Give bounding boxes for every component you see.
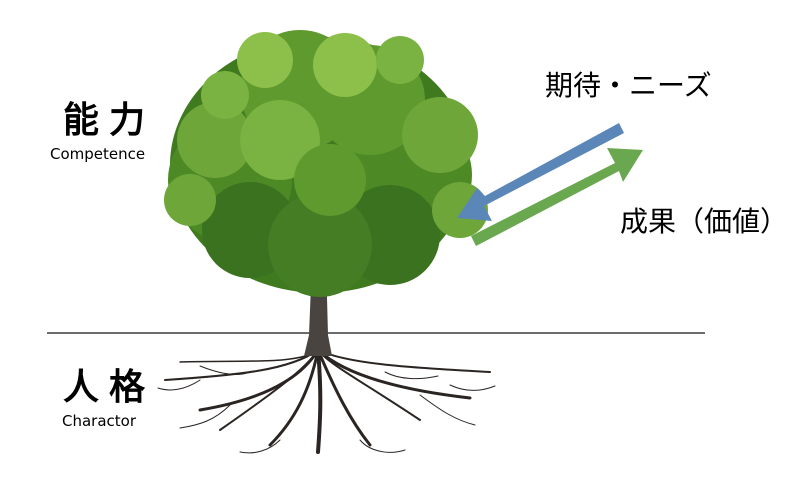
ability-english-label: Competence	[50, 145, 146, 163]
expectation-label: 期待・ニーズ	[545, 69, 712, 102]
character-english-label: Charactor	[62, 412, 137, 430]
canopy	[164, 30, 488, 297]
ability-label: 能力	[63, 100, 156, 141]
result-arrow	[471, 148, 643, 246]
roots	[157, 348, 496, 454]
expectation-arrow	[457, 123, 624, 221]
character-label: 人格	[63, 367, 156, 408]
result-label: 成果（価値）	[620, 205, 789, 238]
